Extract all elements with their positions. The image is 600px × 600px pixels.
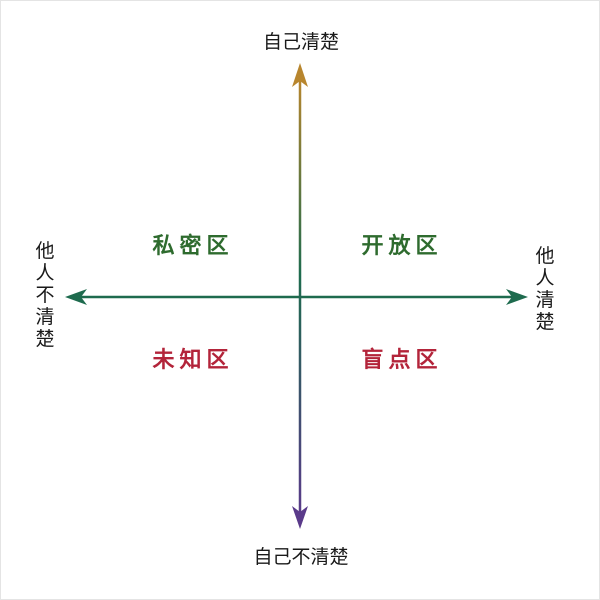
right-arrowhead-icon <box>506 289 528 305</box>
quadrant-unknown-area: 未知区 <box>152 347 234 373</box>
axis-label-others-unclear: 他人不清楚 <box>35 240 55 350</box>
axis-label-self-clear: 自己清楚 <box>262 31 339 53</box>
bottom-arrowhead-icon <box>292 506 308 529</box>
left-arrowhead-icon <box>65 289 87 305</box>
quadrant-private-area: 私密区 <box>152 233 234 259</box>
quadrant-open-area: 开放区 <box>361 233 443 259</box>
top-arrowhead-icon <box>292 63 308 87</box>
axis-label-others-clear: 他人清楚 <box>535 245 555 333</box>
vertical-axis-line <box>298 77 302 517</box>
axis-label-self-unclear: 自己不清楚 <box>253 546 349 568</box>
quadrant-blind-spot-area: 盲点区 <box>361 347 443 373</box>
